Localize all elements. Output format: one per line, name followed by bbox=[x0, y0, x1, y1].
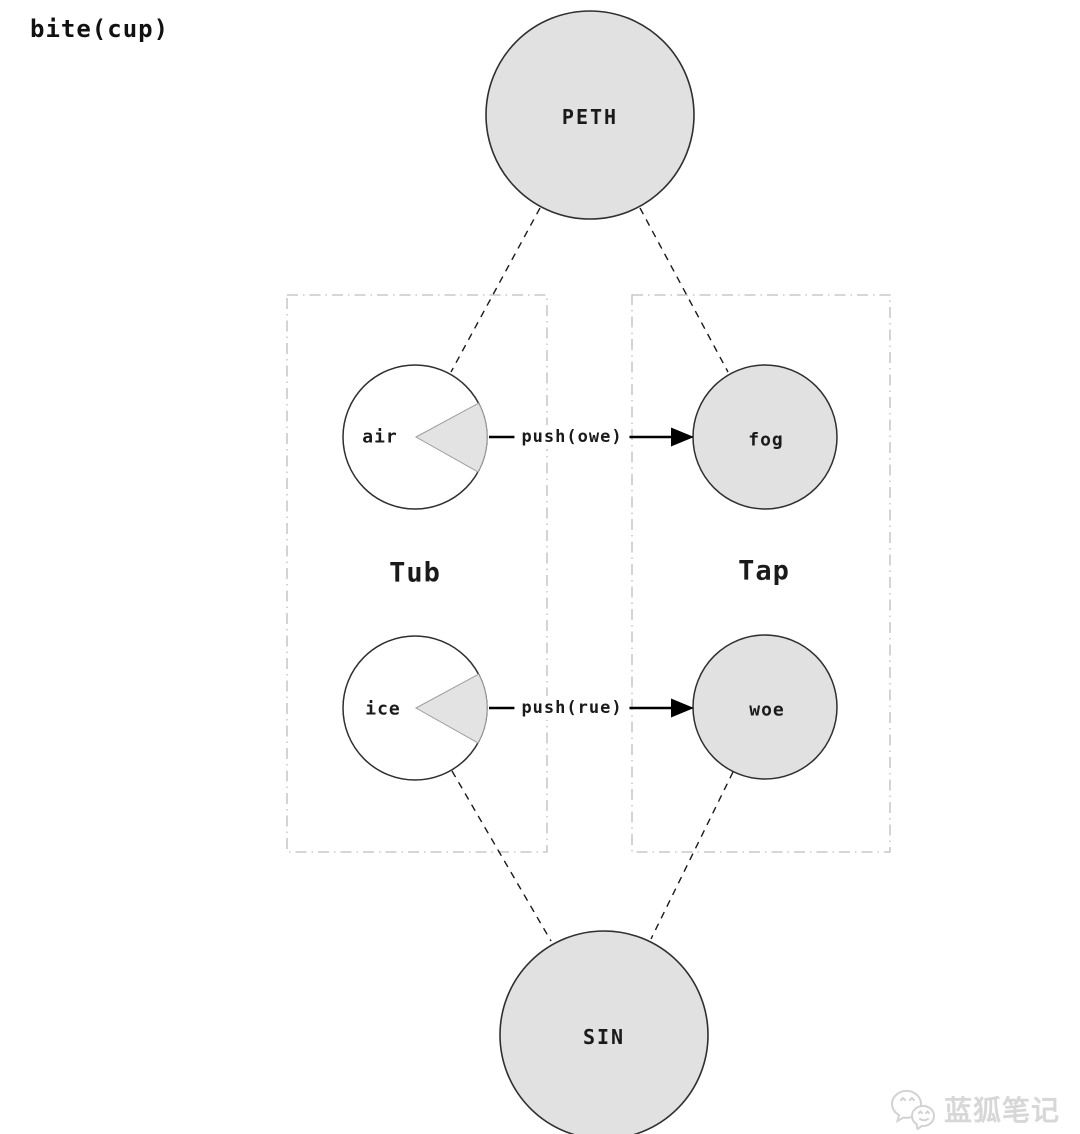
diagram-title: bite(cup) bbox=[30, 15, 170, 43]
group-tub-label: Tub bbox=[389, 557, 441, 589]
node-ice-label: ice bbox=[365, 698, 401, 720]
group-box-tub bbox=[286, 294, 548, 853]
edge-air-fog-label: push(owe) bbox=[514, 425, 630, 449]
wechat-chat-bubbles-icon bbox=[891, 1089, 936, 1130]
node-air-wedge bbox=[414, 402, 488, 473]
node-peth-label: PETH bbox=[561, 105, 619, 129]
edge-ice-sin bbox=[451, 770, 552, 942]
node-woe-label: woe bbox=[749, 699, 785, 721]
node-sin-circle bbox=[499, 930, 709, 1134]
node-ice-wedge bbox=[414, 673, 488, 744]
edge-ice-woe-arrowhead-icon bbox=[671, 698, 694, 718]
node-peth-circle bbox=[485, 10, 695, 220]
node-woe-circle bbox=[692, 634, 838, 780]
watermark: 蓝狐笔记 bbox=[890, 1088, 1060, 1130]
group-box-tap bbox=[631, 294, 891, 853]
edge-ice-woe-label: push(rue) bbox=[514, 696, 630, 720]
node-sin-label: SIN bbox=[582, 1025, 626, 1049]
group-tap-label: Tap bbox=[738, 555, 790, 587]
edge-woe-sin bbox=[650, 771, 734, 940]
edge-peth-air bbox=[450, 207, 541, 373]
node-fog-label: fog bbox=[748, 429, 784, 451]
watermark-text: 蓝狐笔记 bbox=[944, 1094, 1061, 1127]
edge-air-fog-arrowhead-icon bbox=[671, 427, 694, 447]
node-air-label: air bbox=[362, 426, 398, 448]
edge-peth-fog bbox=[639, 207, 729, 373]
